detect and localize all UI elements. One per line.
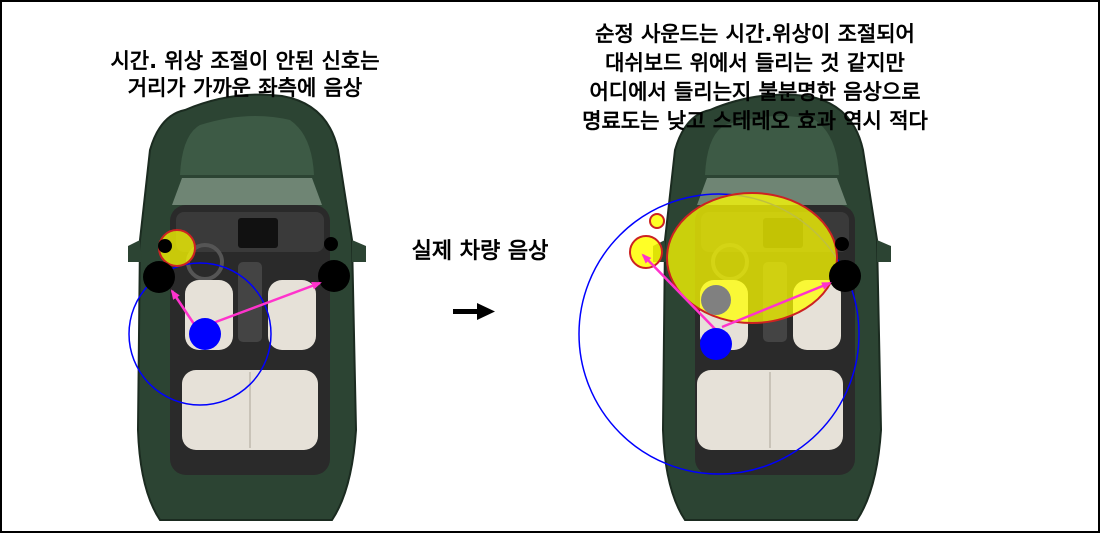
caption-right-line: 대쉬보드 위에서 들리는 것 같지만: [605, 51, 905, 75]
car-roof: [180, 116, 314, 175]
sound-stage-right: [578, 192, 861, 475]
tweeter-right: [835, 237, 849, 251]
woofer-right: [318, 260, 350, 292]
car-roof: [705, 116, 839, 175]
caption-left: 시간. 위상 조절이 안된 신호는 거리가 가까운 좌측에 음상: [70, 48, 420, 102]
listener-position: [700, 328, 732, 360]
sound-image-blob: [666, 192, 838, 324]
caption-right-line: 어디에서 들리는지 불분명한 음상으로: [589, 80, 921, 104]
sound-image-small: [629, 235, 663, 269]
listener-position: [189, 318, 221, 350]
mirror-right: [877, 240, 891, 262]
sound-stage-left: [128, 229, 350, 406]
center-screen: [238, 218, 278, 248]
woofer-left: [143, 261, 175, 293]
sound-field-ring: [128, 262, 272, 406]
front-seat-right: [268, 280, 316, 350]
middle-label: 실제 차량 음상: [411, 239, 549, 264]
tweeter-right: [324, 237, 338, 251]
center-console: [238, 262, 262, 342]
sound-field-ring: [578, 193, 860, 475]
path-arrow-to-right-speaker: [204, 281, 322, 328]
caption-right-line: 명료도는 낮고 스테레오 효과 역시 적다: [582, 109, 928, 133]
listener-position-gray: [701, 285, 731, 315]
windshield: [172, 178, 322, 205]
caption-left-line: 거리가 가까운 좌측에 음상: [127, 76, 363, 100]
caption-left-line: 시간. 위상 조절이 안된 신호는: [110, 49, 380, 73]
mirror-right: [352, 240, 366, 262]
caption-right-line: 순정 사운드는 시간.위상이 조절되어: [595, 22, 915, 46]
tweeter-left: [158, 239, 172, 253]
sound-image-tiny: [649, 213, 665, 229]
mirror-left: [128, 240, 142, 262]
path-arrow-to-left-image: [641, 253, 717, 331]
path-arrow-to-right-speaker: [721, 281, 832, 329]
car-top-view-left: [128, 93, 366, 521]
direction-arrow: [453, 303, 495, 320]
caption-right: 순정 사운드는 시간.위상이 조절되어 대쉬보드 위에서 들리는 것 같지만 어…: [545, 20, 965, 136]
woofer-right: [829, 260, 861, 292]
